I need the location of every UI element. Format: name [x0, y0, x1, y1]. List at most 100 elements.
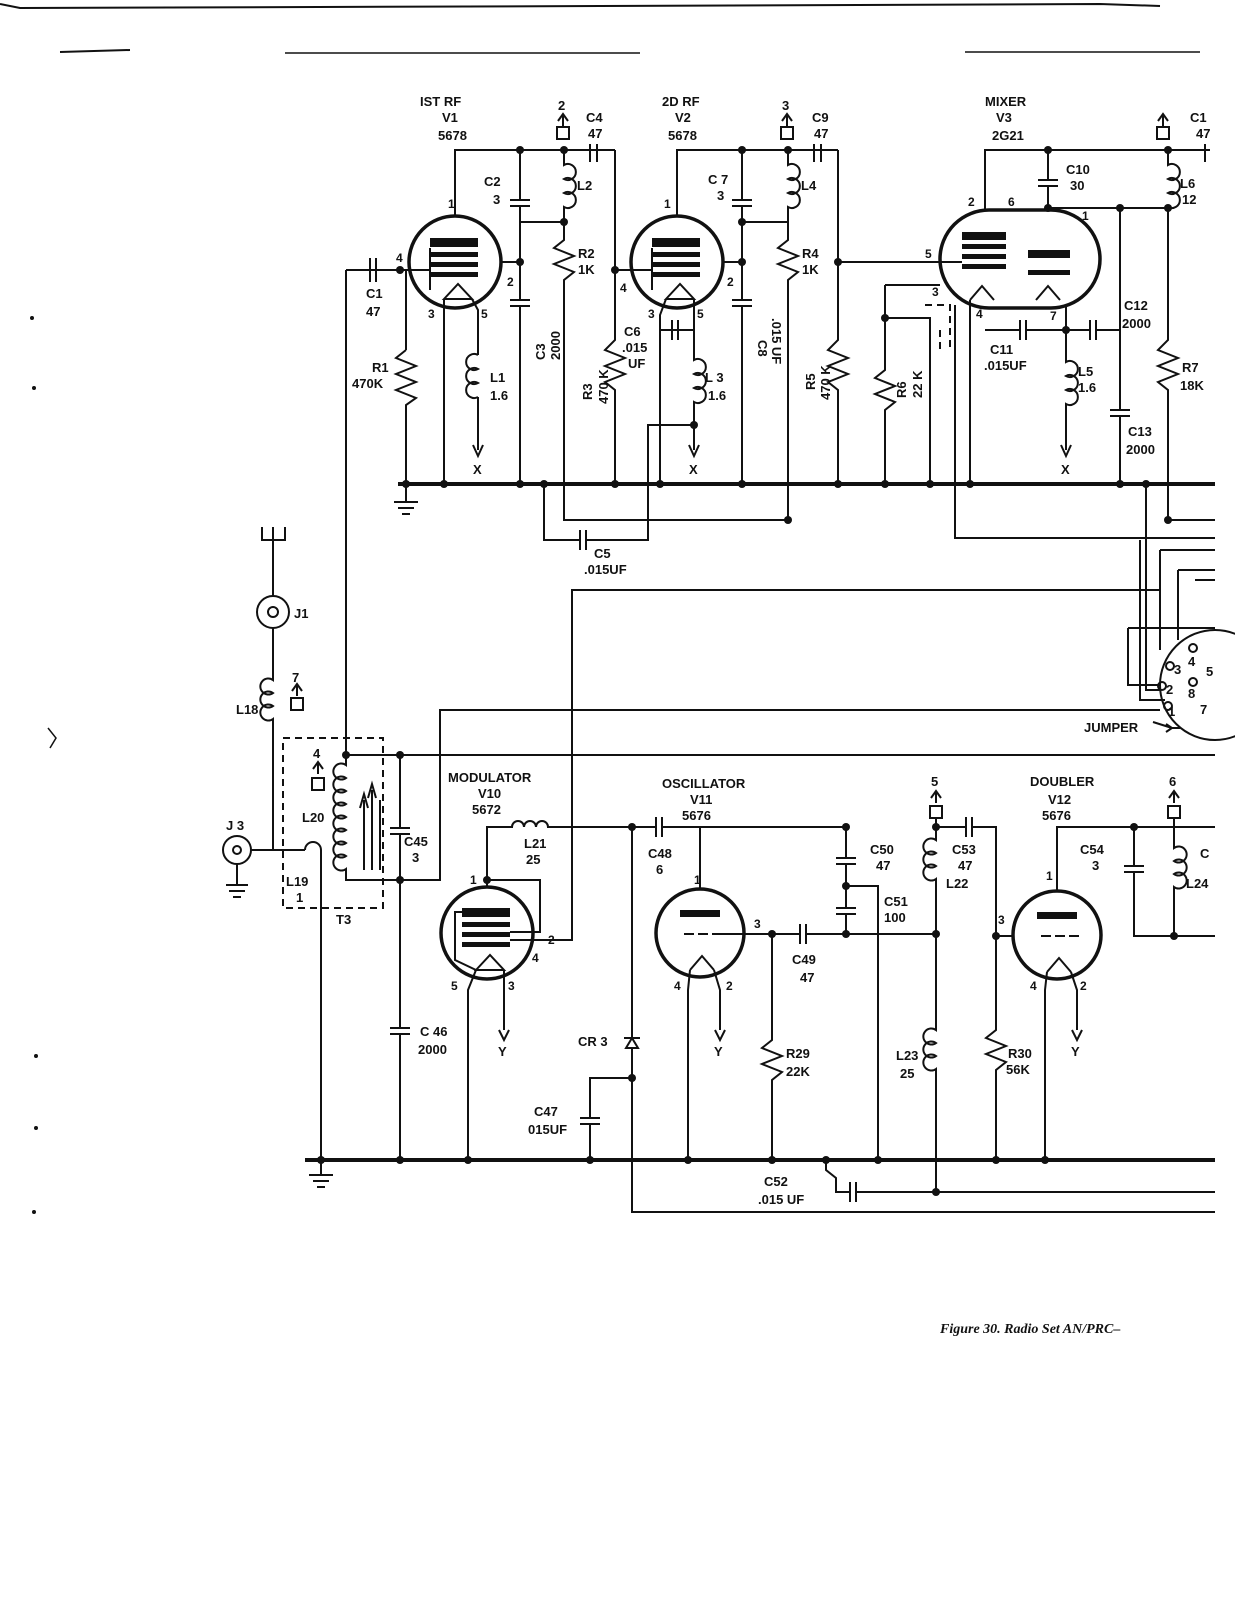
- svg-text:3: 3: [932, 285, 939, 299]
- label-c51-ref: C51: [884, 894, 908, 909]
- tube-v2-title: 2D RF: [662, 94, 700, 109]
- label-c50-value: 47: [876, 858, 890, 873]
- svg-text:3: 3: [648, 307, 655, 321]
- label-c14-value: 47: [1196, 126, 1210, 141]
- label-r5-ref: R5: [803, 373, 818, 390]
- svg-text:2: 2: [726, 979, 733, 993]
- label-l4-ref: L4: [801, 178, 817, 193]
- label-r2-ref: R2: [578, 246, 595, 261]
- label-c51-value: 100: [884, 910, 906, 925]
- svg-text:6: 6: [1008, 195, 1015, 209]
- tube-v12-type: 5676: [1042, 808, 1071, 823]
- label-r30-ref: R30: [1008, 1046, 1032, 1061]
- label-l1-value: 1.6: [490, 388, 508, 403]
- label-c5-ref: C5: [594, 546, 611, 561]
- tube-v12-title: DOUBLER: [1030, 774, 1095, 789]
- label-c6-ref: C6: [624, 324, 641, 339]
- figure-caption: Figure 30. Radio Set AN/PRC–: [939, 1322, 1120, 1337]
- label-c52-value: .015 UF: [758, 1192, 804, 1207]
- label-c3-value: 2000: [548, 331, 563, 360]
- ground-symbol-lower: [309, 1160, 333, 1188]
- label-r29-value: 22K: [786, 1064, 810, 1079]
- jumper-label: JUMPER: [1084, 720, 1139, 735]
- label-c45-value: 3: [412, 850, 419, 865]
- label-c47-value: 015UF: [528, 1122, 567, 1137]
- svg-text:5: 5: [697, 307, 704, 321]
- label-c2-value: 3: [493, 192, 500, 207]
- label-c50-ref: C50: [870, 842, 894, 857]
- ground-symbol-upper: [394, 484, 418, 515]
- label-c46-value: 2000: [418, 1042, 447, 1057]
- tube-v3-ref: V3: [996, 110, 1012, 125]
- label-l5-ref: L5: [1078, 364, 1093, 379]
- svg-text:4: 4: [396, 251, 403, 265]
- tube-v12: [922, 817, 1215, 1192]
- label-c49-ref: C49: [792, 952, 816, 967]
- svg-text:2: 2: [968, 195, 975, 209]
- return-y-v12: Y: [1071, 1044, 1080, 1059]
- pin-label-7: 7: [1200, 702, 1207, 717]
- label-c4-value: 47: [588, 126, 602, 141]
- label-r3-ref: R3: [580, 383, 595, 400]
- label-l21-ref: L21: [524, 836, 546, 851]
- label-c11-ref: C11: [990, 342, 1013, 357]
- label-c1-ref: C1: [366, 286, 383, 301]
- svg-text:4: 4: [674, 979, 681, 993]
- pin-label-8: 8: [1188, 686, 1195, 701]
- c52-wiring: [825, 1160, 1215, 1202]
- label-c12-value: 2000: [1122, 316, 1151, 331]
- label-c48-value: 6: [656, 862, 663, 877]
- tube-v1-type: 5678: [438, 128, 467, 143]
- label-r6-value: 22 K: [910, 370, 925, 398]
- terminal-boxes-lower: [290, 682, 1181, 819]
- svg-text:1: 1: [1046, 869, 1053, 883]
- svg-text:1: 1: [664, 197, 671, 211]
- label-c9-ref: C9: [812, 110, 829, 125]
- label-c3-ref: C3: [533, 343, 548, 360]
- label-l3-ref: L 3: [705, 370, 724, 385]
- svg-text:2: 2: [1080, 979, 1087, 993]
- terminal-3-label: 3: [782, 98, 789, 113]
- margin-marks: [30, 316, 57, 1214]
- tube-v2: [615, 149, 838, 484]
- label-c14-ref: C1: [1190, 110, 1207, 125]
- junction-dots-lower: [317, 751, 1178, 1196]
- label-c10-value: 30: [1070, 178, 1084, 193]
- label-l20-ref: L20: [302, 810, 324, 825]
- label-c11-value: .015UF: [984, 358, 1027, 373]
- return-x-v1: X: [473, 462, 482, 477]
- svg-text:3: 3: [998, 913, 1005, 927]
- label-c48-ref: C48: [648, 846, 672, 861]
- pin-label-2: 2: [1166, 682, 1173, 697]
- label-c5-value: .015UF: [584, 562, 627, 577]
- page-edge-lines: [0, 2, 1200, 54]
- terminal-5-label: 5: [931, 774, 938, 789]
- label-c46-ref: C 46: [420, 1024, 447, 1039]
- label-c53-value: 47: [958, 858, 972, 873]
- tube-v10-ref: V10: [478, 786, 501, 801]
- svg-text:1: 1: [470, 873, 477, 887]
- label-t3-ref: T3: [336, 912, 351, 927]
- svg-text:3: 3: [428, 307, 435, 321]
- terminal-7-label: 7: [292, 670, 299, 685]
- tube-v11: [632, 817, 936, 1160]
- label-j1-ref: J1: [294, 606, 308, 621]
- label-r5-value: 470 K: [818, 365, 833, 400]
- label-c12-ref: C12: [1124, 298, 1148, 313]
- y-return-arrows: [498, 1029, 1083, 1043]
- svg-text:4: 4: [532, 951, 539, 965]
- tube-v10: [439, 589, 1160, 1160]
- svg-text:3: 3: [508, 979, 515, 993]
- svg-text:1: 1: [1082, 209, 1089, 223]
- label-c54-value: 3: [1092, 858, 1099, 873]
- svg-text:5: 5: [451, 979, 458, 993]
- label-c13-ref: C13: [1128, 424, 1152, 439]
- label-c8-value: .015 UF: [769, 318, 784, 364]
- label-c55-ref: C: [1200, 846, 1210, 861]
- label-r7-ref: R7: [1182, 360, 1199, 375]
- label-r7-value: 18K: [1180, 378, 1204, 393]
- label-c49-value: 47: [800, 970, 814, 985]
- label-c10-ref: C10: [1066, 162, 1090, 177]
